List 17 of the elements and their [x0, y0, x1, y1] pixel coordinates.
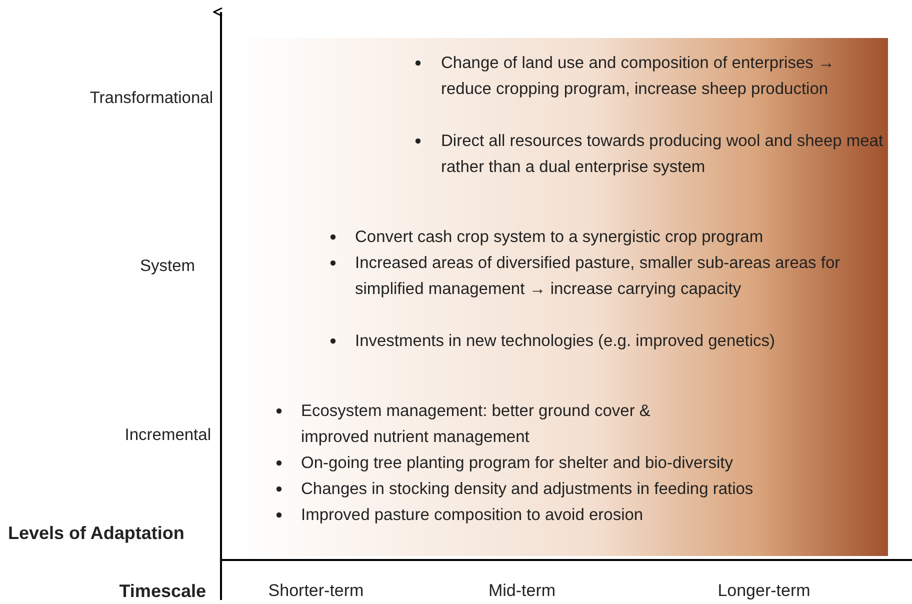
axis-title: Levels of Adaptation	[8, 522, 186, 545]
level-label: System	[138, 256, 195, 277]
tick-label: Mid-term	[487, 580, 557, 602]
bullet-text: Increased areas of diversified pasture, smaller sub-areas areas for simplified management → increase carrying capacity	[355, 253, 842, 300]
bullet-text: Investments in new technologies (e.g. improved genetics)	[355, 331, 776, 352]
bullet-text: On-going tree planting program for shelter and bio-diversity	[301, 453, 734, 474]
tick-label: Longer-term	[716, 580, 812, 602]
bullet-text: Ecosystem management: better ground cover & improved nutrient management	[301, 401, 652, 448]
axis-title: Timescale	[118, 580, 206, 603]
level-label: Transformational	[88, 88, 213, 109]
bullet-text: Direct all resources towards producing wool and sheep meat rather than a dual enterprise system	[441, 131, 884, 178]
bullet-text: Convert cash crop system to a synergistic crop program	[355, 227, 764, 248]
level-label: Incremental	[124, 425, 211, 446]
bullet-text: Change of land use and composition of enterprises → reduce cropping program, increase sheep production	[441, 53, 836, 100]
bullet-text: Improved pasture composition to avoid erosion	[301, 505, 644, 526]
bullet-text: Changes in stocking density and adjustments in feeding ratios	[301, 479, 754, 500]
tick-label: Shorter-term	[267, 580, 365, 602]
